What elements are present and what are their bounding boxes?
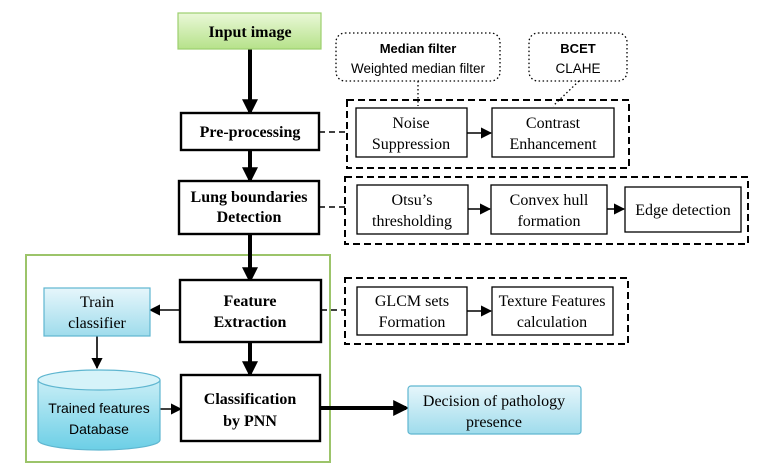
preprocessing-group [346,99,630,169]
contrast-enhancement-node [491,107,615,158]
database-cylinder [37,369,161,451]
glcm-label-1: GLCM sets [375,293,449,310]
texture-features-node [491,286,614,336]
decision-node [407,385,582,435]
classification-node [179,373,322,443]
lung-boundaries-label-2: Detection [217,209,282,226]
otsu-thresholding-node [356,184,469,235]
contrast-enhancement-label-2: Enhancement [509,136,597,153]
contrast-enhancement-label-1: Contrast [526,115,581,132]
glcm-label-2: Formation [379,314,446,331]
feature-extraction-label-1: Feature [223,293,276,310]
lung-boundaries-node [177,179,321,236]
feature-extraction-node [178,278,323,344]
contrast-note-subtitle: CLAHE [555,61,600,76]
train-classifier-label-2: classifier [68,315,126,332]
convex-hull-node [490,184,608,235]
lung-boundaries-label-1: Lung boundaries [191,189,308,206]
glcm-node [356,286,468,336]
convex-hull-label-1: Convex hull [510,192,589,209]
texture-features-label-2: calculation [517,314,587,331]
noise-note-subtitle: Weighted median filter [351,61,486,76]
contrast-method-note [528,32,628,82]
train-classifier-label-1: Train [80,294,114,311]
noise-note-title: Median filter [380,41,457,56]
feature-extraction-group [344,277,629,345]
convex-hull-label-2: formation [517,213,580,230]
classification-label-2: by PNN [223,413,277,430]
decision-label-2: presence [466,414,522,431]
classification-label-1: Classification [204,391,297,408]
database-label-2: Database [69,421,129,437]
preprocessing-node [179,111,321,152]
edge-detection-label: Edge detection [635,202,731,219]
database-label-1: Trained features [48,400,149,416]
otsu-label-1: Otsu’s [392,192,433,209]
training-group-frame [25,254,331,463]
input-image-label: Input image [208,24,291,41]
edge-detection-node [624,186,742,233]
decision-label-1: Decision of pathology [423,393,565,410]
texture-features-label-1: Texture Features [499,293,606,310]
train-classifier-node [43,287,151,337]
contrast-note-connector [552,80,580,107]
noise-suppression-label-2: Suppression [372,136,450,153]
input-image-node [177,12,322,50]
preprocessing-label: Pre-processing [200,124,301,141]
otsu-label-2: thresholding [372,213,452,230]
feature-extraction-label-2: Extraction [214,314,287,331]
contrast-note-title: BCET [560,41,595,56]
lung-boundaries-group [344,176,749,245]
noise-suppression-label-1: Noise [392,115,429,132]
noise-suppression-node [355,107,468,158]
